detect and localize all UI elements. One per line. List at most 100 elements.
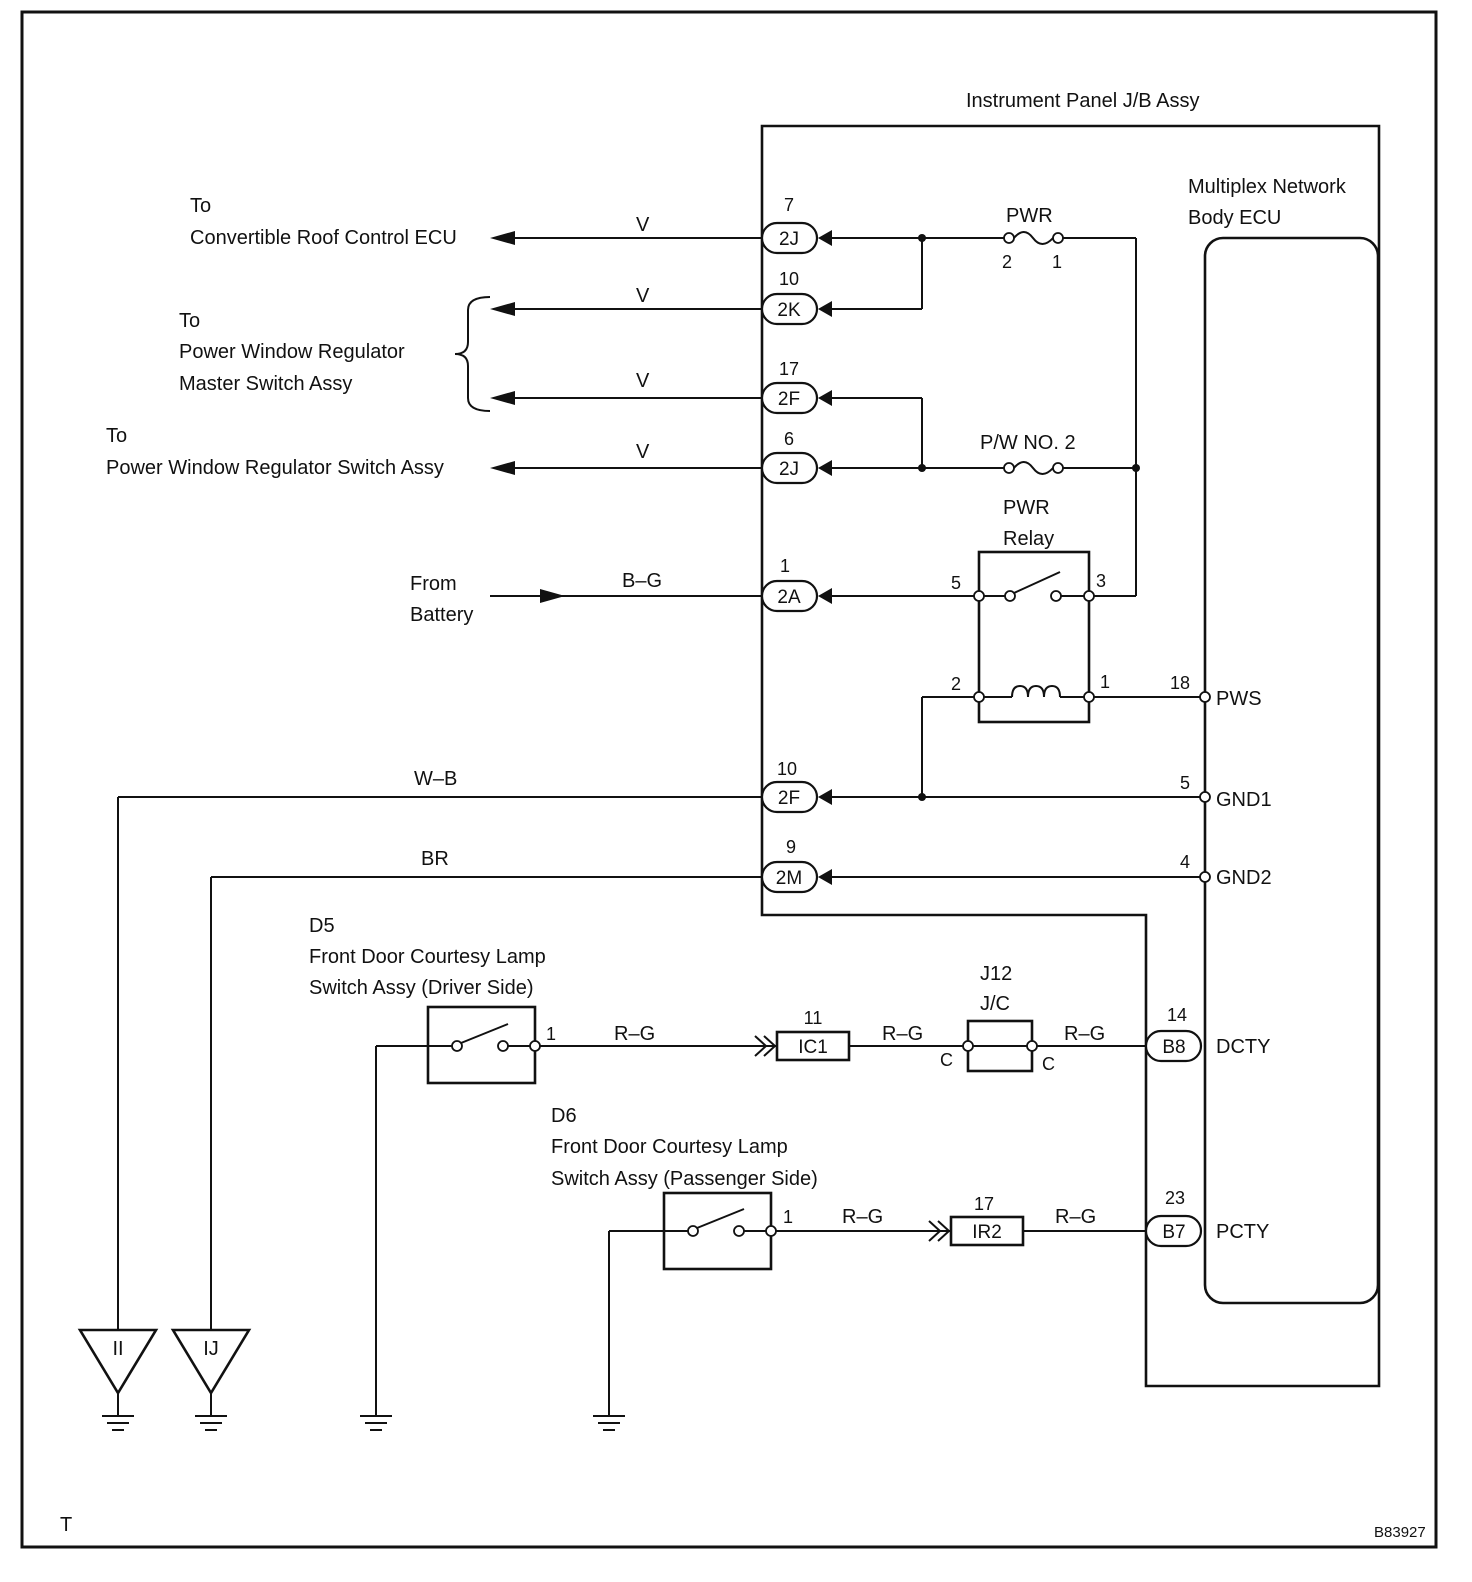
- svg-text:17: 17: [779, 359, 799, 379]
- d5-line2: Switch Assy (Driver Side): [309, 977, 534, 999]
- dest-switch-to: To: [106, 425, 127, 447]
- connector-2f-pin10: 2F 10: [760, 759, 832, 814]
- d5-pin: 1: [546, 1024, 556, 1044]
- j12-code: J12: [980, 963, 1012, 985]
- connector-2a-pin1: 2A 1: [760, 556, 832, 613]
- pwr-relay: [973, 550, 1095, 724]
- d6-ground: [593, 1231, 625, 1431]
- svg-text:2M: 2M: [776, 868, 802, 889]
- svg-text:II: II: [112, 1338, 123, 1360]
- svg-text:10: 10: [777, 759, 797, 779]
- pws-pin: 18: [1170, 673, 1190, 693]
- dest-master-line1: Power Window Regulator: [179, 341, 405, 363]
- wire-v-convertible: [490, 231, 762, 245]
- battery-name: Battery: [410, 604, 473, 626]
- svg-text:9: 9: [786, 837, 796, 857]
- svg-text:10: 10: [779, 269, 799, 289]
- internal-wiring: [832, 237, 1205, 878]
- wire-color-br: BR: [421, 848, 449, 870]
- master-brace: [454, 296, 491, 412]
- svg-text:14: 14: [1167, 1005, 1187, 1025]
- wire-color-rg-2: R–G: [882, 1023, 923, 1045]
- svg-text:IR2: IR2: [972, 1222, 1002, 1243]
- d5-line1: Front Door Courtesy Lamp: [309, 946, 546, 968]
- relay-pin-1: 1: [1100, 672, 1110, 692]
- wire-bg-battery: [490, 589, 762, 603]
- connector-2f-pin17: 2F 17: [760, 359, 832, 415]
- svg-text:2J: 2J: [779, 459, 799, 480]
- relay-label-line1: PWR: [1003, 497, 1050, 519]
- svg-text:B7: B7: [1162, 1222, 1185, 1243]
- splice-dot: [1132, 464, 1140, 472]
- gnd2-pin: 4: [1180, 852, 1190, 872]
- relay-pin-5: 5: [951, 573, 961, 593]
- wire-color-rg-3: R–G: [1064, 1023, 1105, 1045]
- svg-text:2J: 2J: [779, 229, 799, 250]
- wire-rg-driver: [540, 1035, 1146, 1057]
- dest-master-line2: Master Switch Assy: [179, 373, 352, 395]
- pws-name: PWS: [1216, 688, 1262, 710]
- d6-line2: Switch Assy (Passenger Side): [551, 1168, 818, 1190]
- d6-line1: Front Door Courtesy Lamp: [551, 1136, 788, 1158]
- outer-frame: [20, 10, 1438, 1549]
- connector-2m-pin9: 2M 9: [760, 837, 832, 894]
- dest-convertible-to: To: [190, 195, 211, 217]
- svg-text:6: 6: [784, 429, 794, 449]
- connector-ir2: IR2 17: [949, 1194, 1025, 1247]
- fuse-pwr-pin-left: 2: [1002, 252, 1012, 272]
- connector-2k-pin10: 2K 10: [760, 269, 832, 326]
- dcty-name: DCTY: [1216, 1036, 1270, 1058]
- d6-switch: [609, 1191, 777, 1271]
- connector-ic1: IC1 11: [775, 1008, 851, 1062]
- fuse-pwr-label: PWR: [1006, 205, 1053, 227]
- wire-v-master-2: [490, 391, 762, 405]
- dest-switch-name: Power Window Regulator Switch Assy: [106, 457, 444, 479]
- d6-code: D6: [551, 1105, 577, 1127]
- svg-text:B8: B8: [1162, 1037, 1185, 1058]
- splice-dot: [918, 234, 926, 242]
- splice-dot: [918, 793, 926, 801]
- ground-point-ij: IJ: [170, 1328, 252, 1431]
- fuse-pwr: [1003, 231, 1064, 245]
- svg-text:IC1: IC1: [798, 1037, 828, 1058]
- body-ecu-title-line1: Multiplex Network: [1188, 176, 1347, 198]
- j12-pin-left: C: [940, 1050, 953, 1070]
- svg-text:17: 17: [974, 1194, 994, 1214]
- connector-b7: B7 23: [1144, 1188, 1203, 1248]
- terminal-gnd2: [1199, 871, 1211, 883]
- wire-wb-ground: [117, 796, 762, 1330]
- dest-master-to: To: [179, 310, 200, 332]
- junction-block-title: Instrument Panel J/B Assy: [966, 90, 1199, 112]
- wire-color-wb: W–B: [414, 768, 457, 790]
- junction-block-outline: [760, 124, 1381, 1388]
- d5-ground: [360, 1046, 392, 1431]
- svg-text:2F: 2F: [778, 788, 800, 809]
- fuse-pw-no2-label: P/W NO. 2: [980, 432, 1076, 454]
- relay-label-line2: Relay: [1003, 528, 1054, 550]
- connector-2j-pin6: 2J 6: [760, 429, 832, 485]
- wire-br-ground: [210, 876, 762, 1330]
- dest-convertible-name: Convertible Roof Control ECU: [190, 227, 457, 249]
- body-ecu-title-line2: Body ECU: [1188, 207, 1281, 229]
- figure-code: B83927: [1374, 1524, 1426, 1541]
- wire-v-switch: [490, 461, 762, 475]
- j12-pin-right: C: [1042, 1054, 1055, 1074]
- wire-color-rg-4: R–G: [842, 1206, 883, 1228]
- d5-code: D5: [309, 915, 335, 937]
- svg-text:23: 23: [1165, 1188, 1185, 1208]
- connector-b8: B8 14: [1144, 1005, 1203, 1063]
- j12-name: J/C: [980, 993, 1010, 1015]
- wire-rg-passenger: [776, 1220, 1146, 1242]
- wire-v-master-1: [490, 302, 762, 316]
- battery-from: From: [410, 573, 457, 595]
- svg-text:2F: 2F: [778, 389, 800, 410]
- junction-connector-j12: [962, 1019, 1038, 1073]
- svg-text:2A: 2A: [777, 587, 801, 608]
- relay-pin-2: 2: [951, 674, 961, 694]
- wire-color-v-3: V: [636, 370, 650, 392]
- wire-color-rg-5: R–G: [1055, 1206, 1096, 1228]
- terminal-gnd1: [1199, 791, 1211, 803]
- ground-point-ii: II: [77, 1328, 159, 1431]
- wire-color-v-4: V: [636, 441, 650, 463]
